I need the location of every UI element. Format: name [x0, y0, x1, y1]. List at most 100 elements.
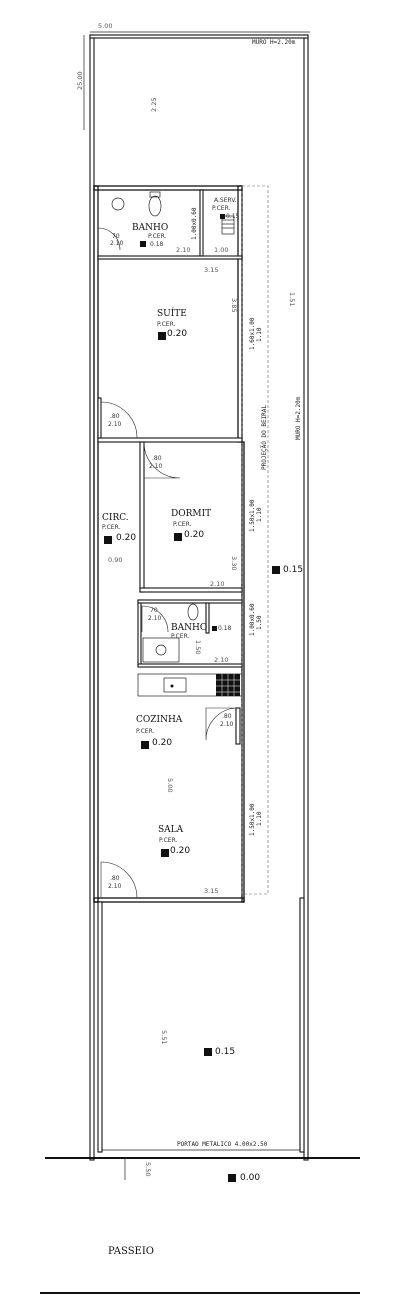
door-70-label: 70	[112, 233, 120, 240]
toilet-icon	[187, 603, 199, 621]
suite-room: SUÍTE P.CER. 0.20 3.15 3.85 1.60x1.00 1.…	[97, 266, 263, 443]
living-w: 3.15	[204, 887, 218, 895]
window-bath2: 1.00x0.60	[249, 603, 256, 636]
sidewalk-h: 5.50	[144, 1162, 152, 1176]
suite-finish: P.CER.	[157, 321, 176, 328]
window-suite: 1.60x1.00	[249, 317, 256, 350]
circ-finish: P.CER.	[102, 524, 121, 531]
level-marker-icon	[228, 1174, 236, 1182]
living-h: 5.00	[166, 778, 174, 792]
banho-1-w: 2.10	[176, 246, 190, 254]
dormit-h: 3.30	[230, 556, 238, 570]
portao-label: PORTAO METALICO 4.00x2.50	[177, 1141, 268, 1148]
door-swing-icon	[205, 707, 237, 741]
dormit-finish: P.CER.	[173, 521, 192, 528]
door-70-label: 70	[150, 607, 158, 614]
muro-side-label: MURO H=2.20m	[295, 396, 302, 440]
door-swing-icon	[100, 401, 138, 439]
door-swing-icon	[141, 605, 169, 633]
level-marker-icon	[104, 536, 112, 544]
door-80-label: .80	[152, 455, 162, 462]
aserv-name: A.SERV.	[214, 197, 237, 204]
banho-1-level: 0.18	[150, 241, 164, 248]
window-sala-sill: 1.10	[256, 811, 263, 826]
door-swing-icon	[143, 441, 181, 479]
window-dorm-sill: 1.10	[256, 507, 263, 522]
banho-2-name: BANHO	[171, 623, 207, 633]
sink-icon	[163, 677, 187, 693]
front-yard-level: 0.15	[215, 1047, 235, 1057]
cozinha-room: .80 2.10 COZINHA P.CER. 0.20 5.00	[136, 707, 241, 792]
aserv-finish: P.CER.	[212, 205, 231, 212]
level-marker-icon	[204, 1048, 212, 1056]
depth-dim: 25.00	[76, 71, 84, 90]
back-yard-dim: 2.25	[150, 98, 158, 112]
cozinha-finish: P.CER.	[136, 728, 155, 735]
banho-2-w: 2.10	[214, 656, 228, 664]
door-swing-icon	[100, 861, 138, 899]
window-suite-sill: 1.10	[256, 327, 263, 342]
door-h-label: 2.10	[149, 463, 163, 470]
dormit-name: DORMIT	[171, 509, 211, 519]
circ-w: 0.90	[108, 556, 122, 564]
side-width-dim: 1.51	[288, 292, 296, 306]
aserv-w: 1.00	[214, 246, 228, 254]
door-h-label: 2.10	[110, 240, 124, 247]
drain-icon	[155, 644, 167, 656]
banho-2-finish: P.CER.	[171, 633, 190, 640]
suite-level: 0.20	[167, 329, 187, 339]
door-swing-icon	[97, 227, 121, 251]
circ-area: CIRC. P.CER. 0.20 0.90	[102, 513, 136, 564]
dormit-level: 0.20	[184, 530, 204, 540]
level-marker-icon	[220, 214, 225, 219]
width-dim: 5.00	[98, 22, 112, 30]
sidewalk-level: 0.00	[240, 1173, 260, 1183]
circ-level: 0.20	[116, 533, 136, 543]
door-h-label: 2.10	[108, 883, 122, 890]
depth-dimension: 25.00	[76, 35, 85, 130]
window-dorm: 1.50x1.00	[249, 499, 256, 532]
banho-1-room: BANHO P.CER. 0.18 70 2.10 2.10 1.00x0.60	[97, 189, 243, 260]
level-marker-icon	[158, 332, 166, 340]
door-h-label: 2.10	[220, 721, 234, 728]
sala-name: SALA	[158, 825, 184, 835]
sidewalk: 5.50 0.00 PASSEIO	[40, 1157, 360, 1294]
door-80-label: .80	[110, 875, 120, 882]
area-servico-room: A.SERV. P.CER. 0.15 1.00	[202, 189, 240, 257]
front-yard: 5.51 0.15 PORTAO METALICO 4.00x2.50	[97, 897, 305, 1153]
passeio-label: PASSEIO	[108, 1246, 154, 1257]
outer-walls: MURO H=2.20m MURO H=2.20m 2.25	[89, 34, 309, 1161]
level-marker-icon	[140, 241, 146, 247]
aserv-level: 0.15	[226, 213, 240, 220]
shower-drain-icon	[111, 197, 125, 211]
banho-1-finish: P.CER.	[148, 233, 167, 240]
cozinha-level: 0.20	[152, 738, 172, 748]
level-marker-icon	[272, 566, 280, 574]
side-corridor-level: 0.15	[272, 565, 303, 575]
muro-top-label: MURO H=2.20m	[252, 39, 296, 46]
suite-h: 3.85	[230, 298, 238, 312]
level-marker-icon	[174, 533, 182, 541]
sala-level: 0.20	[170, 846, 190, 856]
side-corridor-level-text: 0.15	[283, 565, 303, 575]
door-h-label: 2.10	[108, 421, 122, 428]
cozinha-name: COZINHA	[136, 715, 183, 725]
window-bath2-sill: 1.50	[256, 615, 263, 630]
banho-2-h: 1.50	[194, 640, 202, 654]
projecao-label: PROJEÇÃO DO BEIRAL	[261, 405, 268, 470]
dormit-w: 2.10	[210, 580, 224, 588]
kitchen-counter	[137, 673, 243, 697]
circ-name: CIRC.	[102, 513, 129, 523]
door-80-label: .80	[110, 413, 120, 420]
front-h: 5.51	[160, 1030, 168, 1044]
banho-2-room: 70 2.10 BANHO P.CER. 0.18 2.10 1.50 1.00…	[137, 599, 263, 668]
toilet-icon	[148, 195, 162, 217]
shower-area-icon	[142, 637, 180, 663]
dormit-room: .80 2.10 DORMIT P.CER. 0.20 2.10 3.30 1.…	[139, 441, 263, 593]
suite-w: 3.15	[204, 266, 218, 274]
banho-2-level: 0.18	[218, 625, 232, 632]
top-dimension: 5.00	[90, 22, 310, 33]
sala-room: SALA P.CER. 0.20 1.50x1.00 1.10 .80 2.10…	[100, 803, 263, 899]
window-bath1: 1.00x0.60	[191, 207, 198, 240]
door-80-label: .80	[222, 713, 232, 720]
